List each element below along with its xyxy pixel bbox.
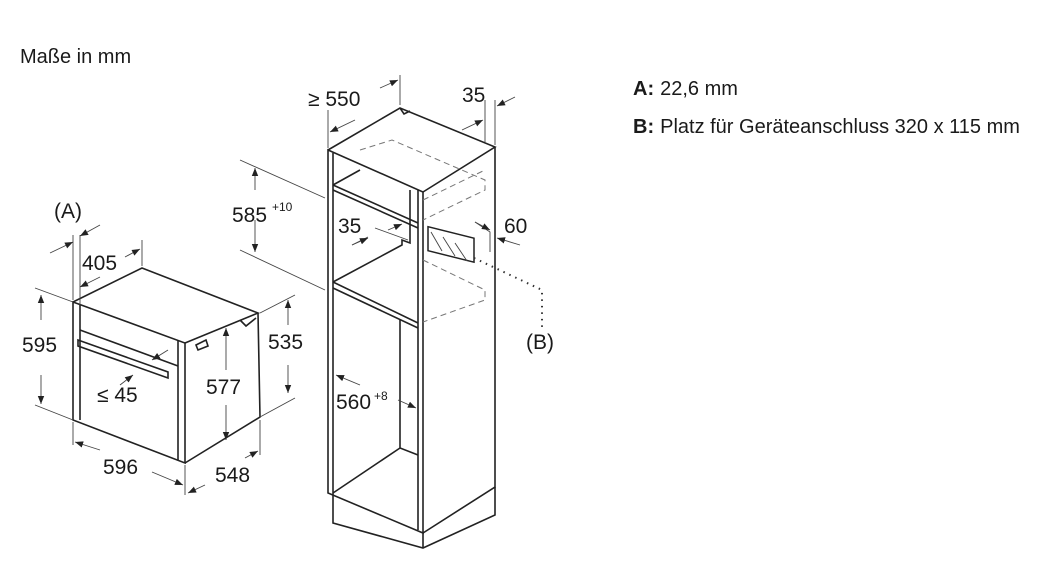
dim-handle: ≤ 45 [97, 384, 138, 407]
diagram-title: Maße in mm [20, 46, 132, 68]
legend: A: 22,6 mm B: Platz für Geräteanschluss … [633, 78, 1050, 154]
label-a: (A) [54, 200, 82, 223]
dim-back-gap: 60 [504, 215, 527, 238]
oven-drawing [34, 224, 296, 495]
dim-oven-depth: 548 [215, 464, 250, 487]
legend-text: 22,6 mm [660, 78, 738, 100]
dim-inner-height: 577 [206, 376, 241, 399]
dim-oven-depth-top: 405 [82, 252, 117, 275]
label-b: (B) [526, 331, 554, 354]
legend-key: B: [633, 116, 655, 138]
dim-cabinet-depth: ≥ 550 [308, 88, 360, 111]
legend-item-a: A: 22,6 mm [633, 78, 1050, 100]
dim-niche-height: 585 [232, 204, 267, 227]
legend-key: A: [633, 78, 655, 100]
legend-text: Platz für Geräteanschluss 320 x 115 mm [660, 116, 1020, 138]
dim-inner-width-tolerance: +8 [374, 389, 388, 403]
dim-oven-height: 595 [22, 334, 57, 357]
legend-item-b: B: Platz für Geräteanschluss 320 x 115 m… [633, 116, 1050, 138]
cabinet-drawing [239, 75, 543, 549]
dim-rear-height: 535 [268, 331, 303, 354]
dim-shelf-offset: 35 [338, 215, 361, 238]
dim-oven-width: 596 [103, 456, 138, 479]
dim-niche-height-tolerance: +10 [272, 200, 293, 214]
dim-top-offset: 35 [462, 84, 485, 107]
dim-inner-width: 560 [336, 391, 371, 414]
